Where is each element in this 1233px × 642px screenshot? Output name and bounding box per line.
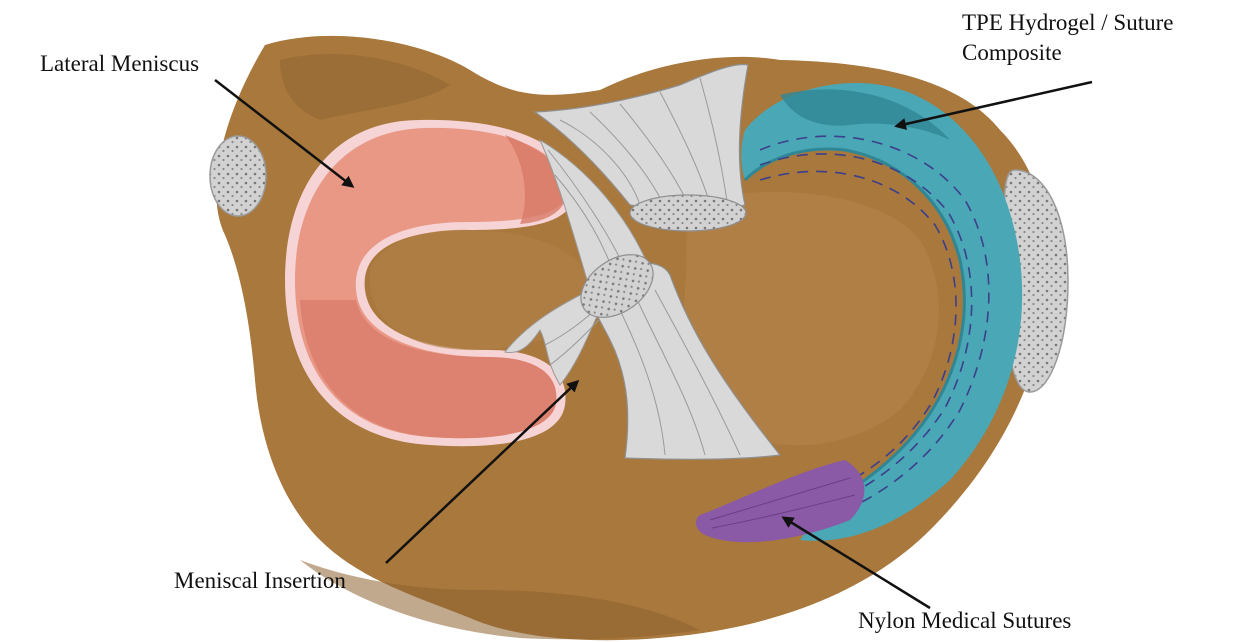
label-meniscal-insertion: Meniscal Insertion <box>174 566 346 596</box>
label-lateral-meniscus: Lateral Meniscus <box>40 49 199 79</box>
label-nylon-sutures: Nylon Medical Sutures <box>858 606 1071 636</box>
ligament-top-section <box>630 195 746 231</box>
label-tpe-line-2: Composite <box>962 38 1173 68</box>
label-tpe-line-1: TPE Hydrogel / Suture <box>962 8 1173 38</box>
bone-section-left <box>210 136 266 216</box>
label-tpe-hydrogel-composite: TPE Hydrogel / Suture Composite <box>962 8 1173 68</box>
